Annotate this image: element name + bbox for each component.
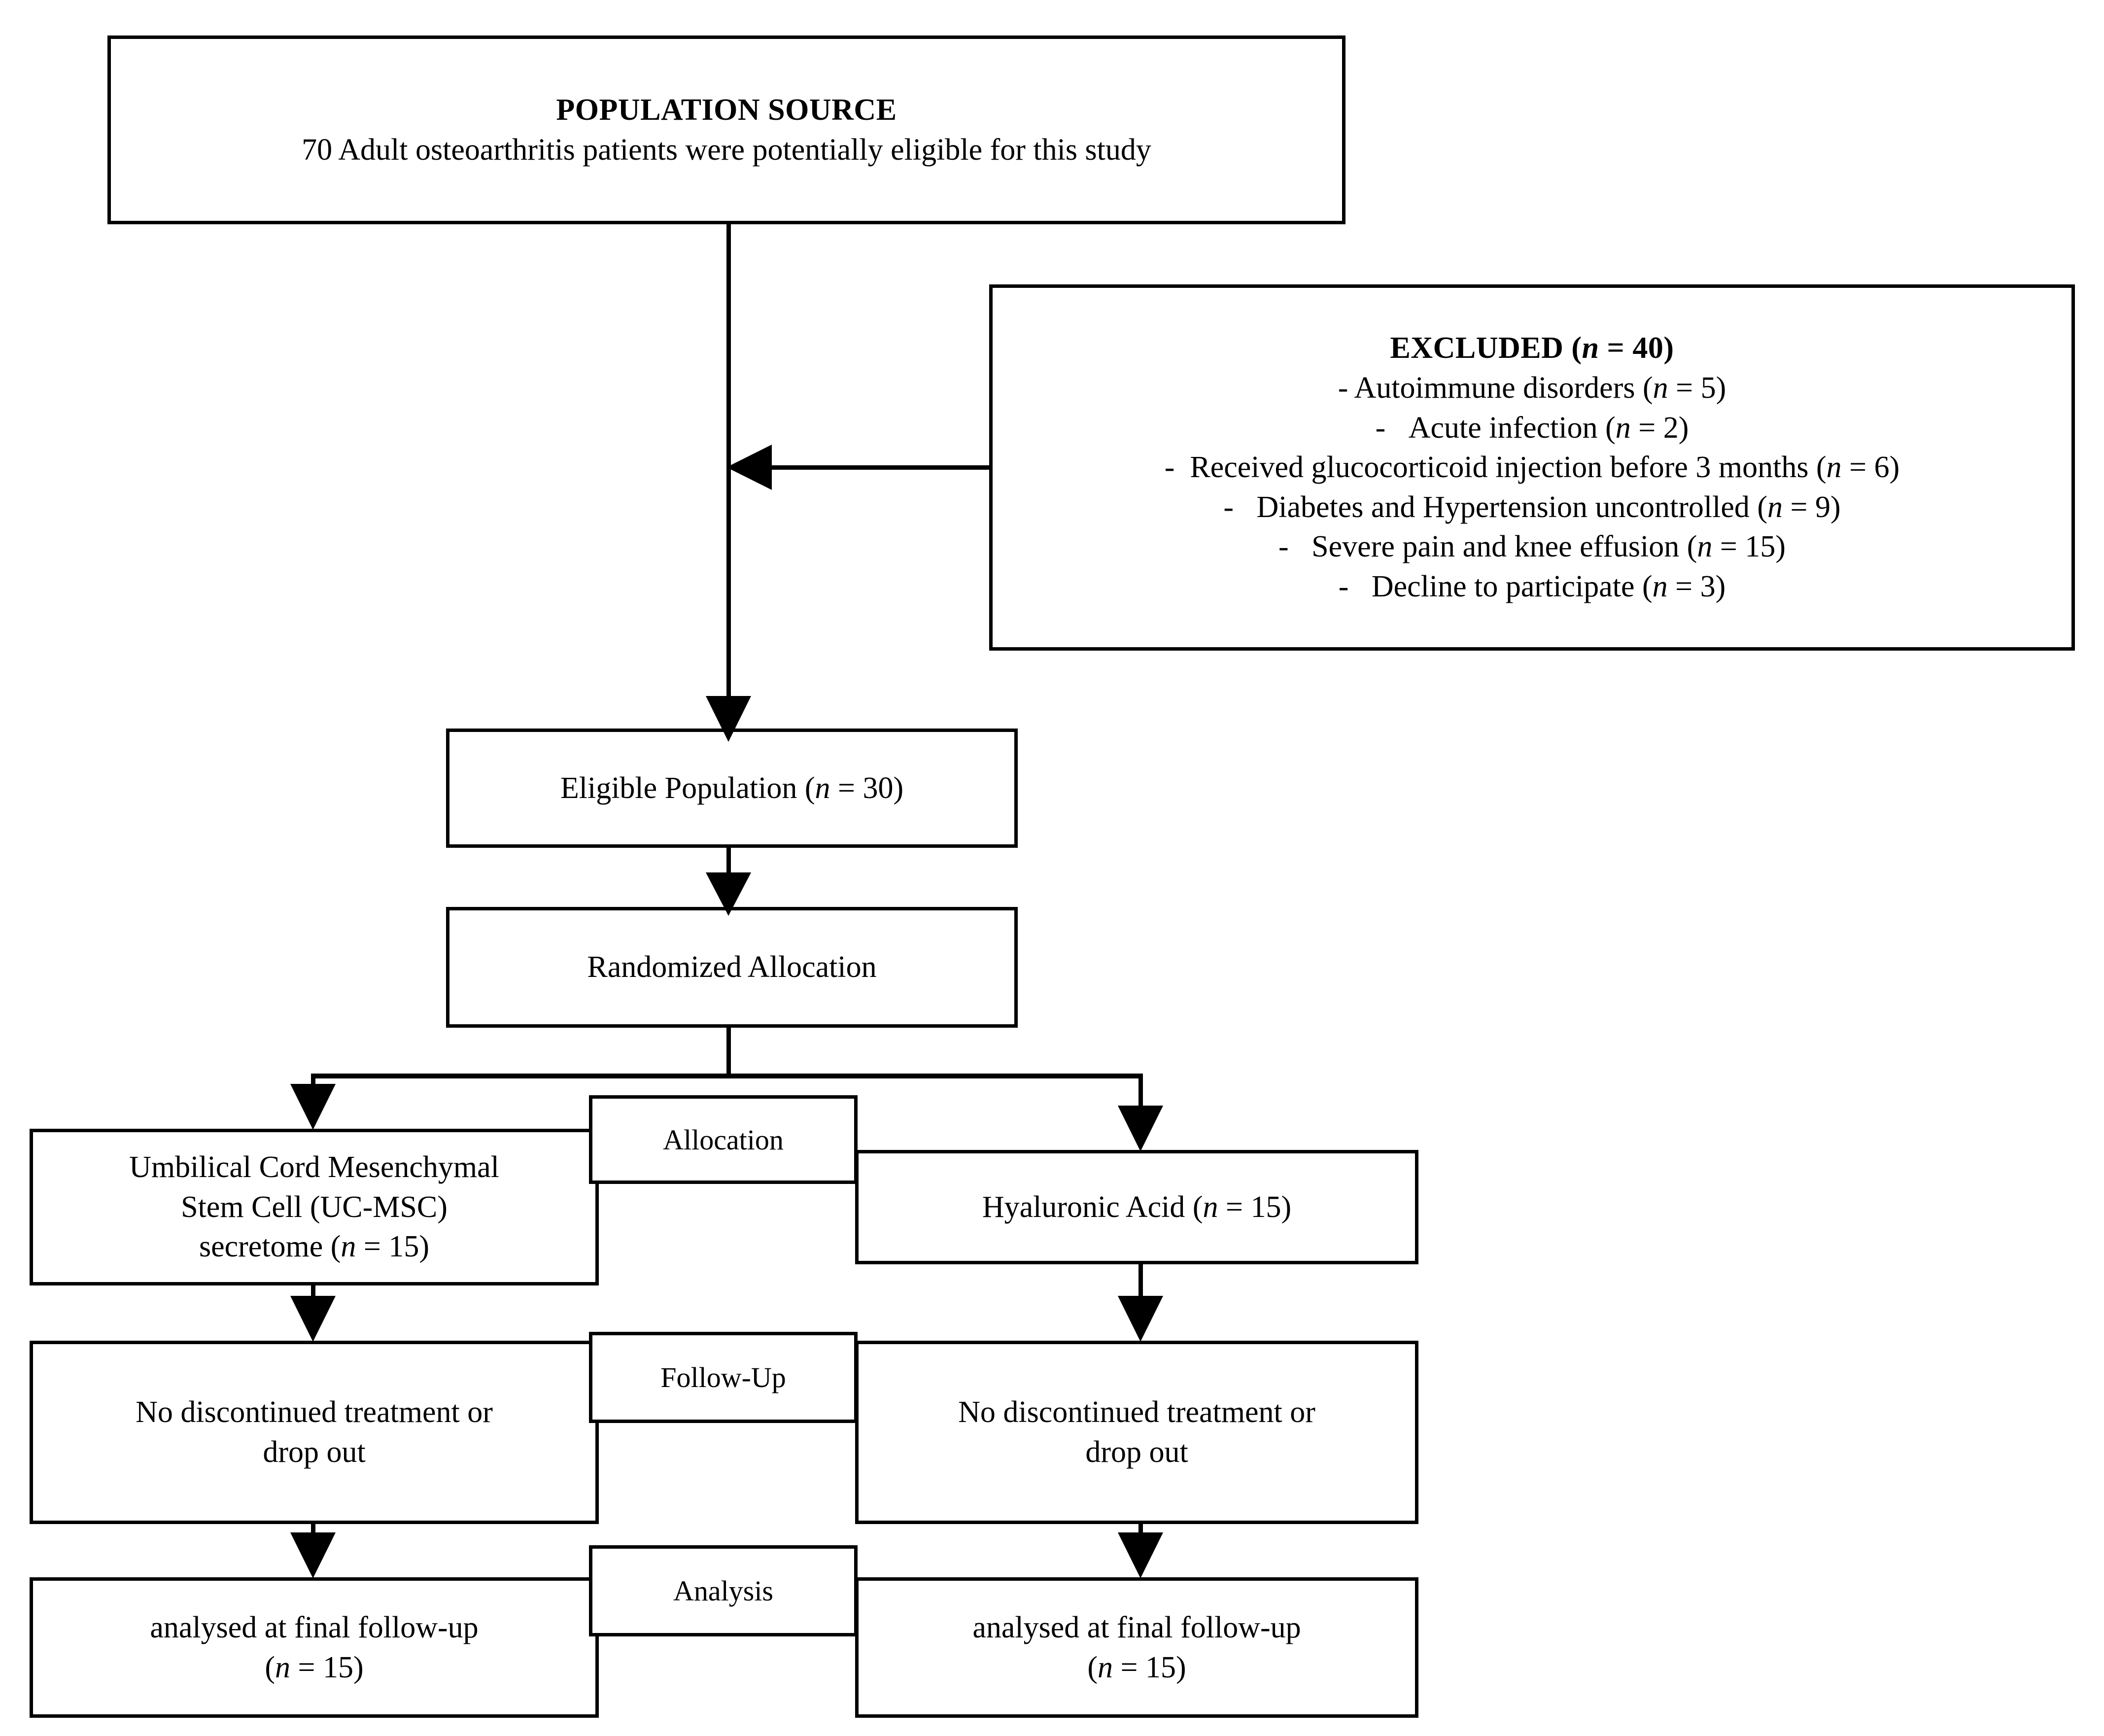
- node-arm-right-followup: No discontinued treatment or drop out: [855, 1341, 1418, 1524]
- excluded-reason-6-n: n: [1652, 569, 1668, 603]
- excluded-reason-2-dash: -: [1375, 411, 1386, 445]
- arm-right-alloc-label: Hyaluronic Acid (: [982, 1190, 1203, 1224]
- connector-split-bar: [311, 1074, 1143, 1078]
- stage-label-analysis: Analysis: [589, 1545, 858, 1636]
- connector-eligible-to-randomized: [726, 848, 731, 907]
- connector-trunk-population-to-eligible: [726, 224, 731, 732]
- connector-randomized-to-split: [726, 1028, 731, 1076]
- arm-left-alloc-line1: Umbilical Cord Mesenchymal: [129, 1150, 499, 1184]
- excluded-reason-5: - Severe pain and knee effusion (n = 15): [1001, 527, 2063, 567]
- eligible-population-text: Eligible Population (n = 30): [560, 768, 903, 808]
- connector-split-right-drop: [1138, 1074, 1143, 1111]
- node-excluded: EXCLUDED (n = 40) - Autoimmune disorders…: [989, 284, 2075, 651]
- excluded-reason-1-dash: -: [1338, 371, 1348, 405]
- population-source-title: POPULATION SOURCE: [556, 93, 897, 127]
- connector-split-left-drop: [311, 1074, 315, 1111]
- excluded-reason-5-text: Severe pain and knee effusion (: [1311, 530, 1697, 564]
- connector-left-followup-to-analysis: [311, 1524, 315, 1560]
- node-eligible-population: Eligible Population (n = 30): [446, 729, 1018, 848]
- arm-left-alloc-line2: Stem Cell (UC-MSC): [181, 1190, 448, 1224]
- node-arm-left-analysis: analysed at final follow-up (n = 15): [30, 1577, 599, 1718]
- arm-right-analysis-n: n: [1098, 1650, 1113, 1684]
- arm-left-analysis-line1: analysed at final follow-up: [150, 1610, 479, 1644]
- excluded-reason-1: - Autoimmune disorders (n = 5): [1001, 368, 2063, 408]
- excluded-reason-4-n: n: [1767, 490, 1783, 524]
- arm-right-followup-line2: drop out: [1085, 1435, 1188, 1469]
- excluded-reason-2: - Acute infection (n = 2): [1001, 408, 2063, 448]
- arm-right-alloc-n-val: = 15): [1218, 1190, 1292, 1224]
- excluded-reason-3-dash: -: [1164, 451, 1175, 485]
- connector-excluded-to-trunk: [749, 465, 991, 470]
- arm-right-analysis-line1: analysed at final follow-up: [972, 1610, 1301, 1644]
- excluded-reason-2-val: = 2): [1630, 411, 1689, 445]
- arm-left-analysis-paren: (: [265, 1650, 276, 1684]
- population-source-line1: 70 Adult osteoarthritis patients were po…: [302, 133, 1151, 167]
- arm-left-alloc-line3: secretome (n = 15): [199, 1227, 429, 1267]
- node-arm-left-followup: No discontinued treatment or drop out: [30, 1341, 599, 1524]
- eligible-n-val: = 30): [830, 771, 904, 805]
- excluded-title-n: n: [1582, 331, 1599, 365]
- node-population-source: POPULATION SOURCE 70 Adult osteoarthriti…: [107, 35, 1345, 224]
- excluded-reason-4-dash: -: [1223, 490, 1234, 524]
- excluded-reason-1-val: = 5): [1668, 371, 1726, 405]
- connector-left-alloc-to-followup: [311, 1285, 315, 1322]
- excluded-reason-6: - Decline to participate (n = 3): [1001, 567, 2063, 607]
- excluded-reason-6-text: Decline to participate (: [1371, 569, 1653, 603]
- eligible-n: n: [815, 771, 830, 805]
- stage-label-followup: Follow-Up: [589, 1332, 858, 1423]
- excluded-reason-2-n: n: [1615, 411, 1631, 445]
- node-arm-right-analysis: analysed at final follow-up (n = 15): [855, 1577, 1418, 1718]
- excluded-reason-5-n: n: [1697, 530, 1713, 564]
- excluded-reason-5-val: = 15): [1712, 530, 1786, 564]
- excluded-reason-3-text: Received glucocorticoid injection before…: [1190, 451, 1827, 485]
- excluded-reason-4-text: Diabetes and Hypertension uncontrolled (: [1256, 490, 1767, 524]
- excluded-title-text: EXCLUDED (: [1390, 331, 1582, 365]
- excluded-reason-3-n: n: [1826, 451, 1842, 485]
- arm-left-alloc-secretome: secretome (: [199, 1230, 341, 1264]
- arm-right-analysis-paren: (: [1087, 1650, 1098, 1684]
- arm-left-followup-line1: No discontinued treatment or: [136, 1395, 493, 1429]
- stage-label-followup-text: Follow-Up: [660, 1361, 786, 1393]
- excluded-reason-1-text: Autoimmune disorders (: [1354, 371, 1653, 405]
- arm-right-analysis-n-val: = 15): [1113, 1650, 1186, 1684]
- node-randomized-allocation: Randomized Allocation: [446, 907, 1018, 1028]
- excluded-reason-3: - Received glucocorticoid injection befo…: [1001, 448, 2063, 487]
- arm-left-analysis-line2: (n = 15): [265, 1648, 363, 1688]
- arm-right-followup-line1: No discontinued treatment or: [958, 1395, 1315, 1429]
- excluded-reason-4: - Diabetes and Hypertension uncontrolled…: [1001, 487, 2063, 527]
- arm-right-analysis-line2: (n = 15): [1087, 1648, 1186, 1688]
- stage-label-allocation-text: Allocation: [663, 1123, 784, 1156]
- arm-left-alloc-n-val: = 15): [356, 1230, 430, 1264]
- arm-right-alloc-text: Hyaluronic Acid (n = 15): [982, 1187, 1291, 1227]
- connector-right-alloc-to-followup: [1138, 1264, 1143, 1322]
- excluded-reason-1-n: n: [1653, 371, 1668, 405]
- node-arm-right-allocation: Hyaluronic Acid (n = 15): [855, 1150, 1418, 1264]
- excluded-reason-2-text: Acute infection (: [1408, 411, 1616, 445]
- arm-left-analysis-n: n: [275, 1650, 291, 1684]
- stage-label-allocation: Allocation: [589, 1095, 858, 1184]
- excluded-title-eq: = 40): [1599, 331, 1674, 365]
- excluded-reason-6-val: = 3): [1667, 569, 1726, 603]
- node-arm-left-allocation: Umbilical Cord Mesenchymal Stem Cell (UC…: [30, 1129, 599, 1285]
- arm-left-analysis-n-val: = 15): [290, 1650, 364, 1684]
- excluded-title: EXCLUDED (n = 40): [1001, 328, 2063, 368]
- randomized-allocation-text: Randomized Allocation: [587, 950, 877, 984]
- eligible-label: Eligible Population (: [560, 771, 815, 805]
- arm-right-alloc-n: n: [1203, 1190, 1218, 1224]
- connector-right-followup-to-analysis: [1138, 1524, 1143, 1560]
- excluded-reason-6-dash: -: [1338, 569, 1349, 603]
- arrowhead-down-right-alloc: [1118, 1106, 1163, 1151]
- excluded-reason-4-val: = 9): [1783, 490, 1841, 524]
- arm-left-alloc-n: n: [341, 1230, 356, 1264]
- excluded-reason-3-val: = 6): [1841, 451, 1900, 485]
- stage-label-analysis-text: Analysis: [673, 1575, 773, 1607]
- arm-left-followup-line2: drop out: [263, 1435, 366, 1469]
- excluded-reason-5-dash: -: [1278, 530, 1289, 564]
